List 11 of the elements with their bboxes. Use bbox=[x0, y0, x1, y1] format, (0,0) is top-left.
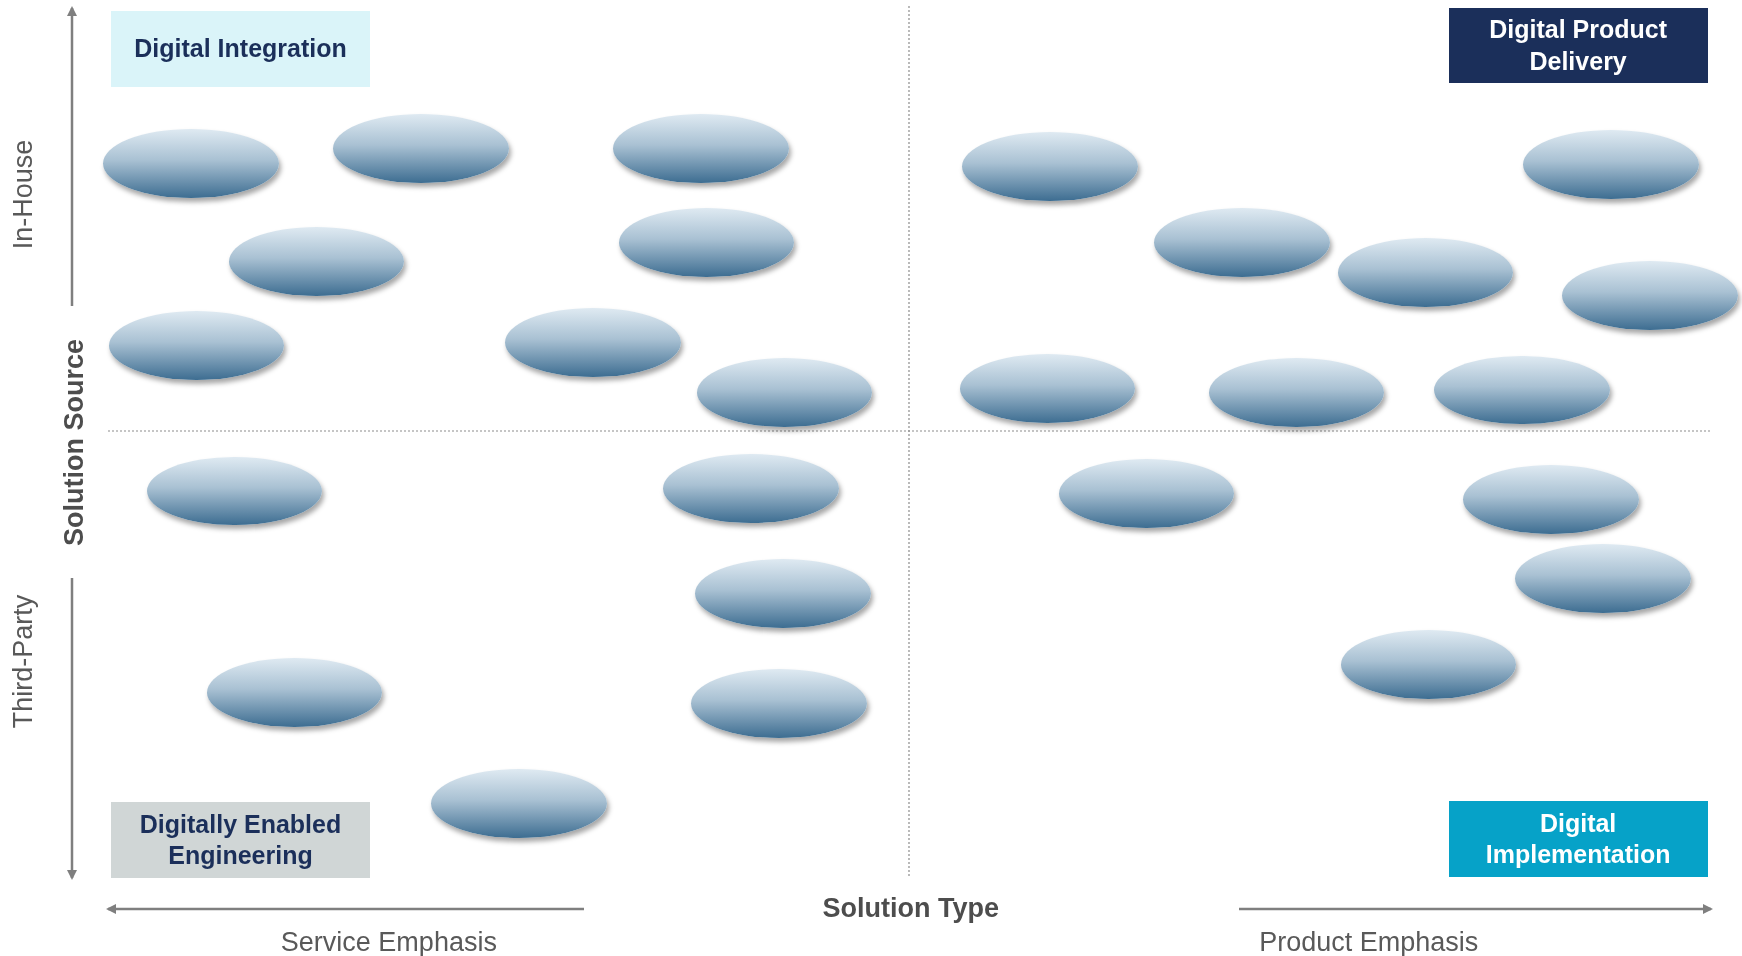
axis-label: Service Emphasis bbox=[280, 926, 497, 956]
axis-label: In-House bbox=[8, 139, 40, 250]
axis-label: Solution Source bbox=[58, 338, 90, 546]
axis-label: Solution Type bbox=[822, 893, 999, 925]
axis-label: Third-Party bbox=[8, 594, 40, 728]
quadrant-label: Digitally Enabled Engineering bbox=[111, 802, 370, 878]
axis-label: Product Emphasis bbox=[1259, 926, 1479, 956]
quadrant-label: Digital Product Delivery bbox=[1448, 7, 1708, 84]
quadrant-label: Digital Implementation bbox=[1448, 801, 1708, 877]
quadrant-label: Digital Integration bbox=[111, 11, 370, 87]
oval-shape bbox=[1515, 544, 1691, 614]
